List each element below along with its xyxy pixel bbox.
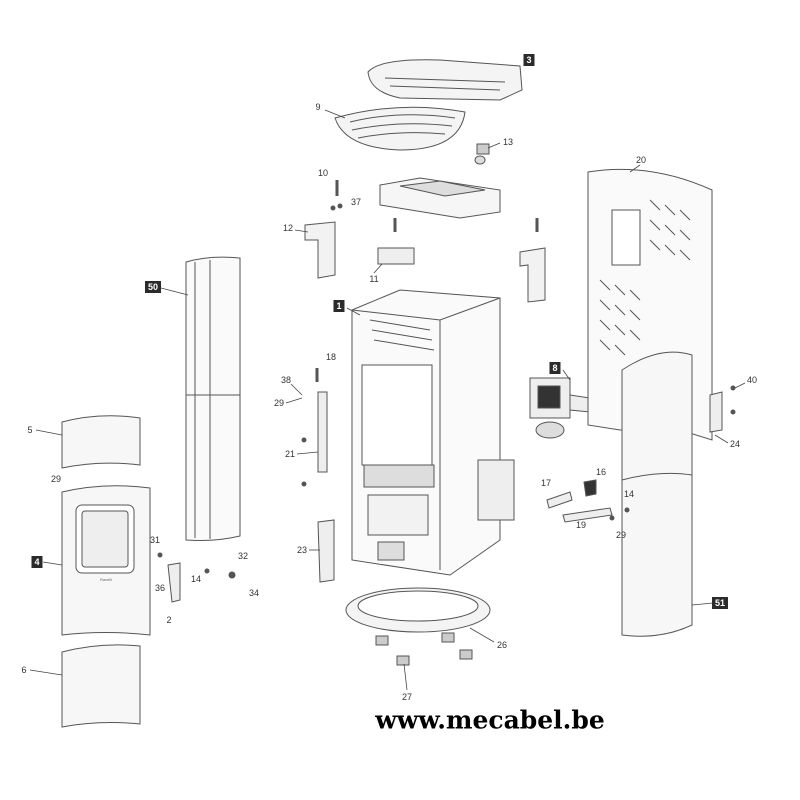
top-cover-part: [367, 59, 523, 101]
callout-8: 8: [549, 362, 561, 374]
callout-51: 51: [711, 597, 729, 609]
part-13: [476, 143, 490, 155]
callout-9: 9: [315, 102, 321, 112]
callout-31: 31: [149, 535, 161, 545]
fan-8: [529, 377, 591, 439]
cover-51: [621, 351, 693, 637]
callout-36: 36: [154, 583, 166, 593]
rail-21: [317, 391, 328, 473]
callout-14: 14: [623, 489, 635, 499]
flue-duct-part: [379, 177, 501, 219]
callout-3: 3: [523, 54, 535, 66]
door-4: [61, 485, 151, 636]
callout-20: 20: [635, 155, 647, 165]
callout-5: 5: [27, 425, 33, 435]
callout-16: 16: [595, 467, 607, 477]
base-ring-26: [345, 587, 491, 633]
bracket-11: [377, 247, 415, 265]
callout-24: 24: [729, 439, 741, 449]
callout-21: 21: [284, 449, 296, 459]
callout-17: 17: [540, 478, 552, 488]
callout-18: 18: [325, 352, 337, 362]
callout-1: 1: [333, 300, 345, 312]
callout-11: 11: [369, 274, 379, 284]
callout-29: 29: [615, 530, 627, 540]
callout-2: 2: [166, 615, 172, 625]
callout-50: 50: [144, 281, 162, 293]
callout-13: 13: [502, 137, 514, 147]
panel-5: [61, 415, 141, 469]
callout-10: 10: [317, 168, 329, 178]
bracket-23: [317, 519, 335, 583]
callout-38: 38: [280, 375, 292, 385]
callout-6: 6: [21, 665, 27, 675]
callout-4: 4: [31, 556, 43, 568]
callout-14: 14: [190, 574, 202, 584]
grill-part: [334, 106, 466, 151]
side-panel-50: [185, 256, 241, 541]
callout-32: 32: [237, 551, 249, 561]
panel-6: [61, 644, 141, 728]
bracket-12: [304, 221, 336, 279]
door-logo: Ravelli: [99, 577, 113, 582]
callout-27: 27: [401, 692, 413, 702]
website-watermark: www.mecabel.be: [375, 705, 605, 735]
callout-29: 29: [50, 474, 62, 484]
callout-12: 12: [282, 223, 294, 233]
callout-23: 23: [296, 545, 308, 555]
feet-27: [375, 632, 473, 666]
callout-26: 26: [496, 640, 508, 650]
callout-34: 34: [248, 588, 260, 598]
stove-body-1: [351, 289, 515, 576]
callout-40: 40: [746, 375, 758, 385]
callout-37: 37: [350, 197, 362, 207]
callout-29: 29: [273, 398, 285, 408]
callout-19: 19: [575, 520, 587, 530]
